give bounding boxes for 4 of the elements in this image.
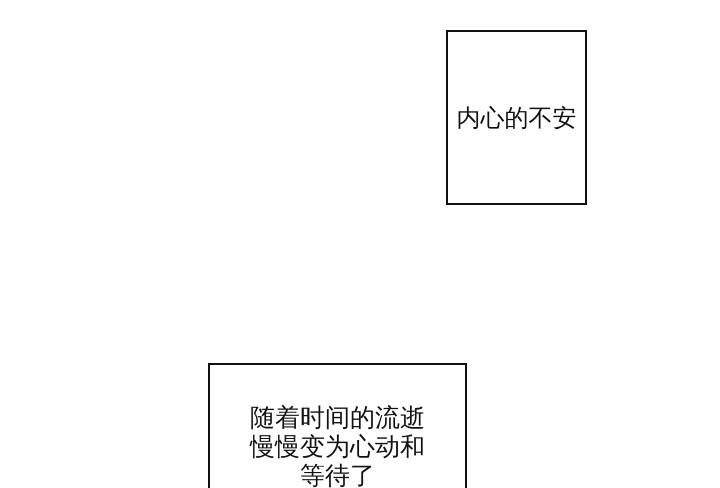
caption-text: 随着时间的流逝慢慢变为心动和等待了	[248, 403, 426, 488]
caption-box	[446, 30, 587, 205]
caption-box	[208, 363, 467, 488]
caption-text: 内心的不安	[456, 104, 578, 132]
